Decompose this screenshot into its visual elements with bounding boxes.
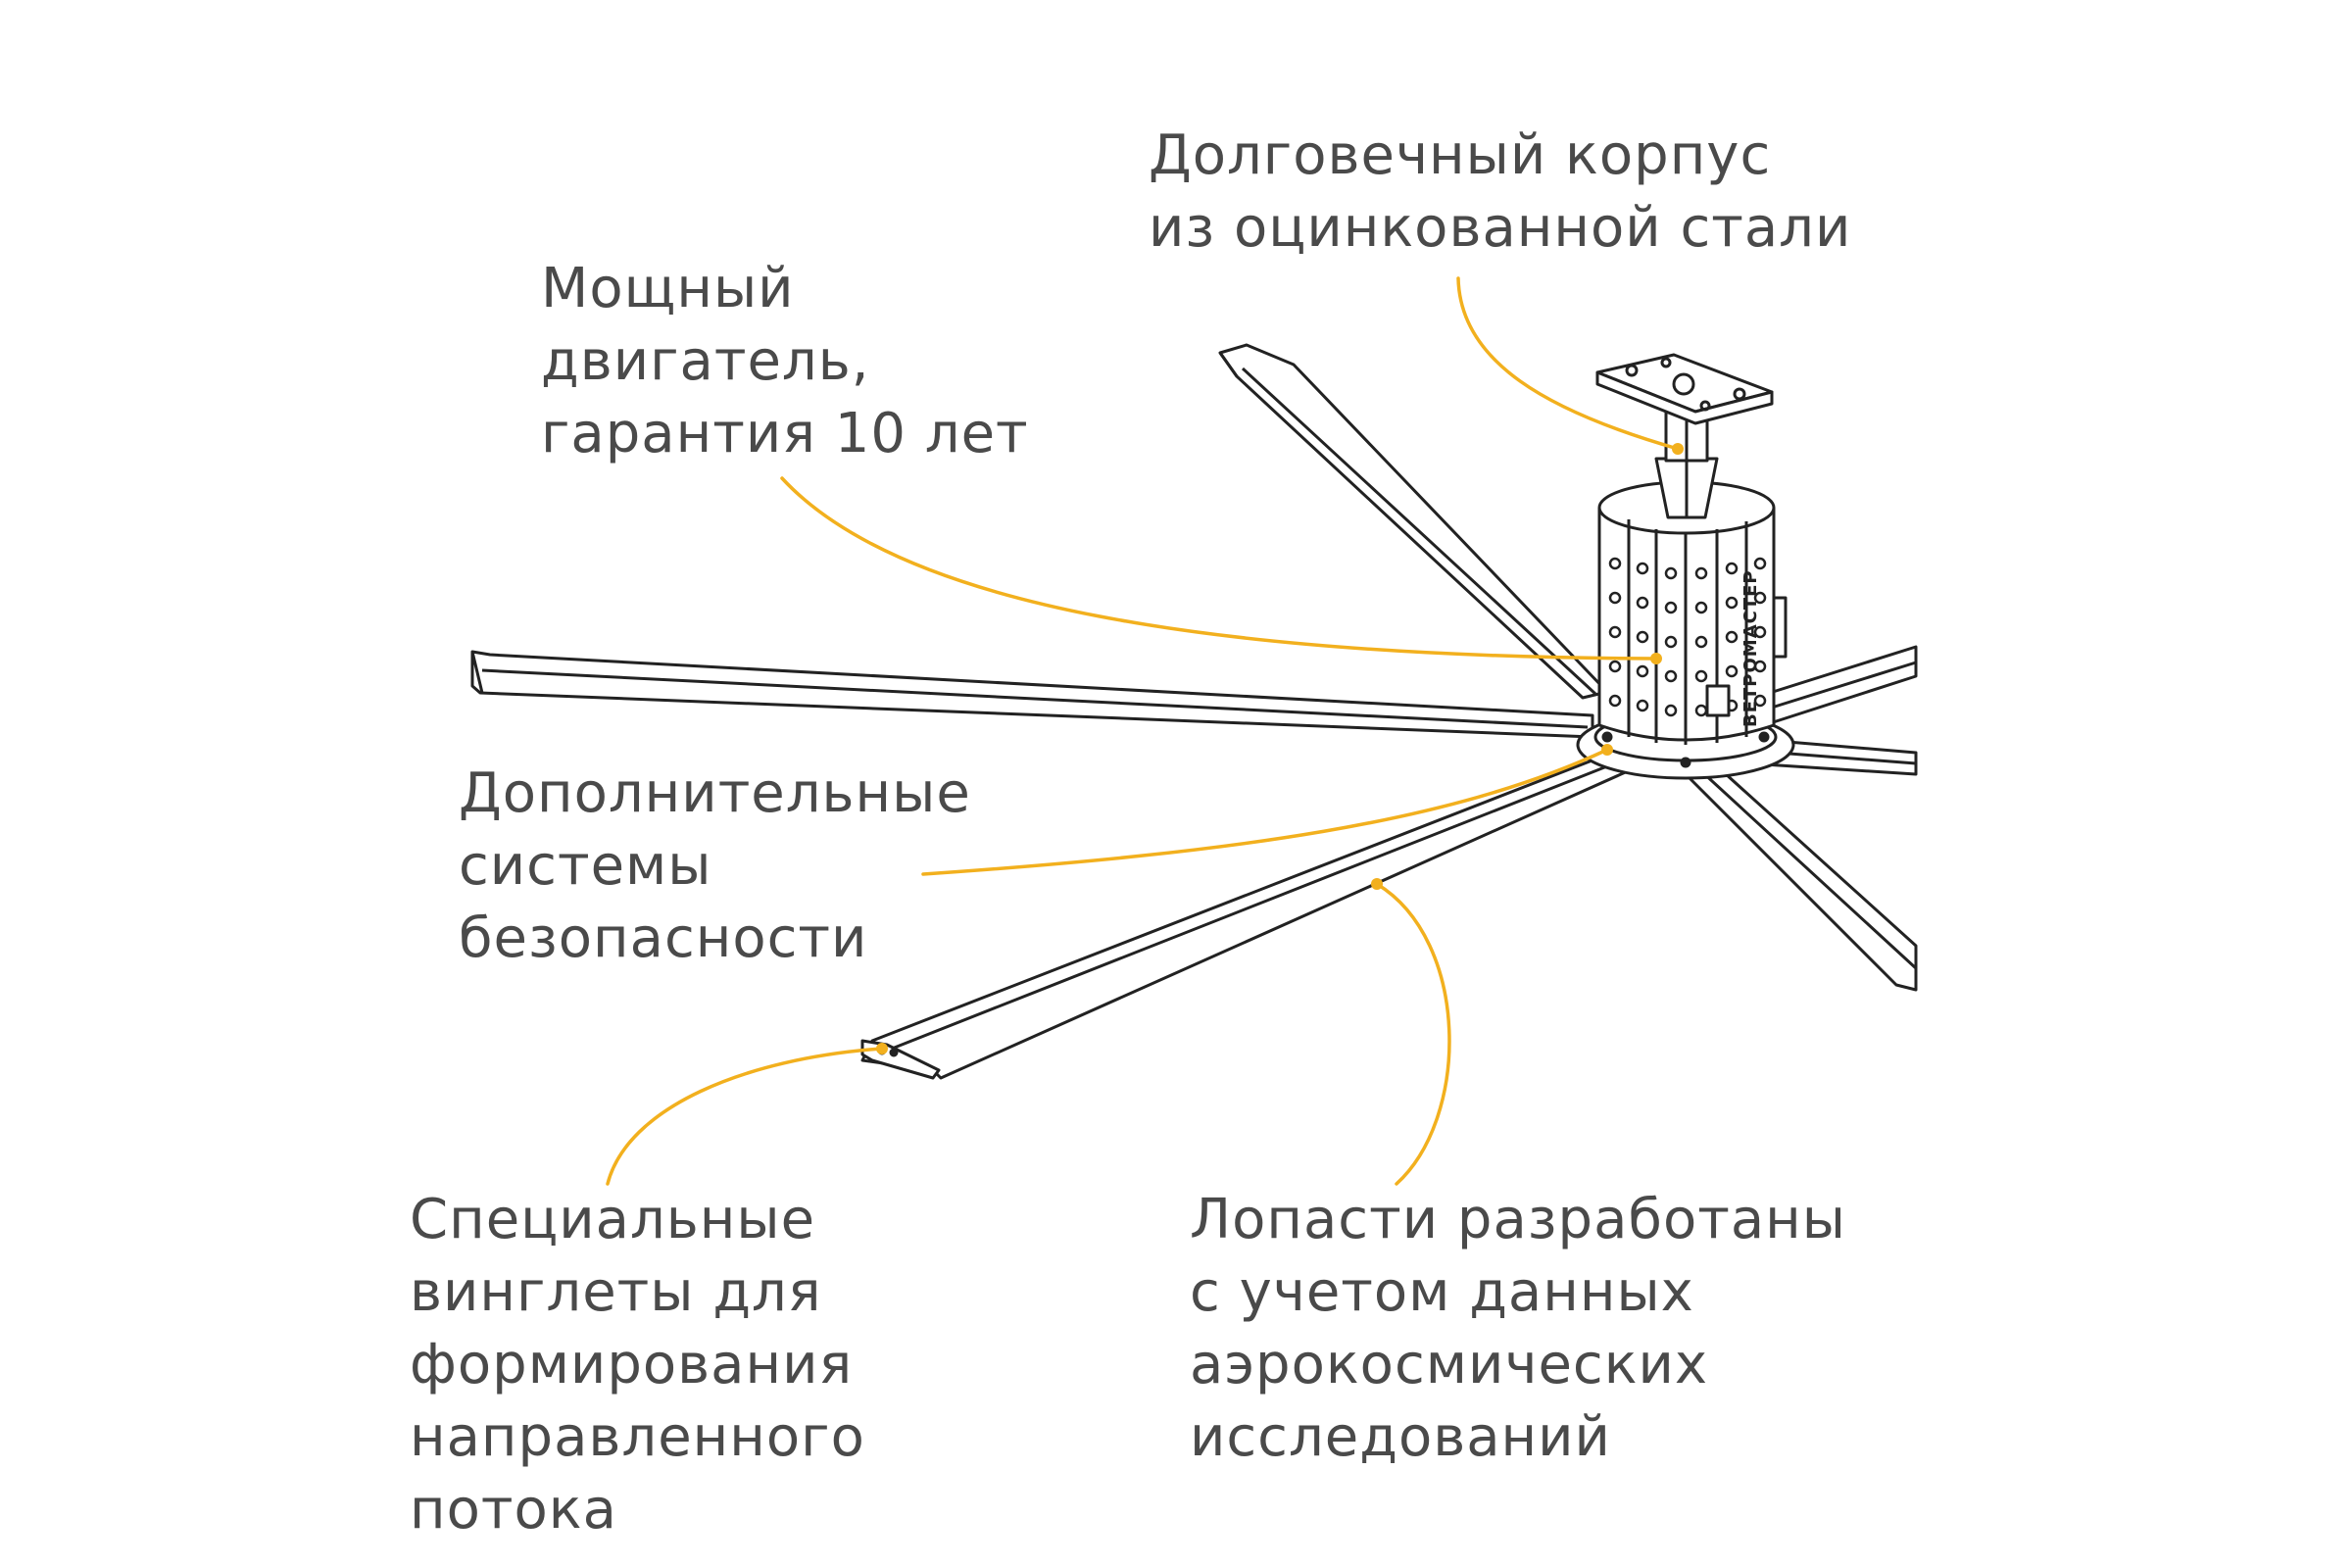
callout-safety-line: системы [459, 834, 712, 898]
callout-motor-line: двигатель, [541, 329, 870, 393]
callout-housing-line: Долговечный корпус [1149, 123, 1772, 187]
callout-safety-line: безопасности [459, 906, 868, 970]
leader-motor [780, 476, 1658, 661]
leader-safety [921, 748, 1609, 876]
callout-safety: Дополнительные системы безопасности [459, 758, 971, 975]
leader-winglets [606, 1047, 884, 1186]
callout-winglets-line: винглеты для [410, 1260, 822, 1324]
leader-motor-dot [1650, 653, 1662, 664]
callout-motor-line: Мощный [541, 257, 795, 320]
callout-winglets-line: потока [410, 1478, 617, 1542]
blade-right-lower [1684, 762, 1918, 992]
blade-left [470, 650, 1594, 739]
leader-housing-dot [1672, 443, 1684, 455]
leader-winglets-dot [876, 1043, 888, 1054]
callout-housing-line: из оцинкованной стали [1149, 196, 1852, 260]
callout-winglets-line: Специальные [410, 1188, 816, 1251]
callout-blades-line: аэрокосмических [1190, 1333, 1709, 1396]
callout-safety-line: Дополнительные [459, 761, 971, 825]
leader-housing [1456, 276, 1680, 451]
callout-winglets: Специальные винглеты для формирования на… [410, 1184, 865, 1546]
callout-blades: Лопасти разработаны с учетом данных аэро… [1190, 1184, 1846, 1474]
motor-housing [1597, 480, 1788, 745]
callout-blades-line: с учетом данных [1190, 1260, 1694, 1324]
leader-blades [1375, 882, 1451, 1186]
leader-safety-dot [1601, 744, 1613, 756]
blade-front [860, 753, 1641, 1080]
callout-motor-line: гарантия 10 лет [541, 402, 1029, 466]
callout-housing: Долговечный корпус из оцинкованной стали [1149, 120, 1851, 265]
brand-label: ВЕТРОМАСТЕР [1740, 569, 1761, 727]
callout-motor: Мощный двигатель, гарантия 10 лет [541, 253, 1029, 470]
leader-blades-dot [1371, 878, 1383, 890]
callout-winglets-line: направленного [410, 1405, 865, 1469]
blade-right-upper [1752, 645, 1918, 727]
callout-blades-line: исследований [1190, 1405, 1611, 1469]
callout-blades-line: Лопасти разработаны [1190, 1188, 1846, 1251]
callout-winglets-line: формирования [410, 1333, 854, 1396]
